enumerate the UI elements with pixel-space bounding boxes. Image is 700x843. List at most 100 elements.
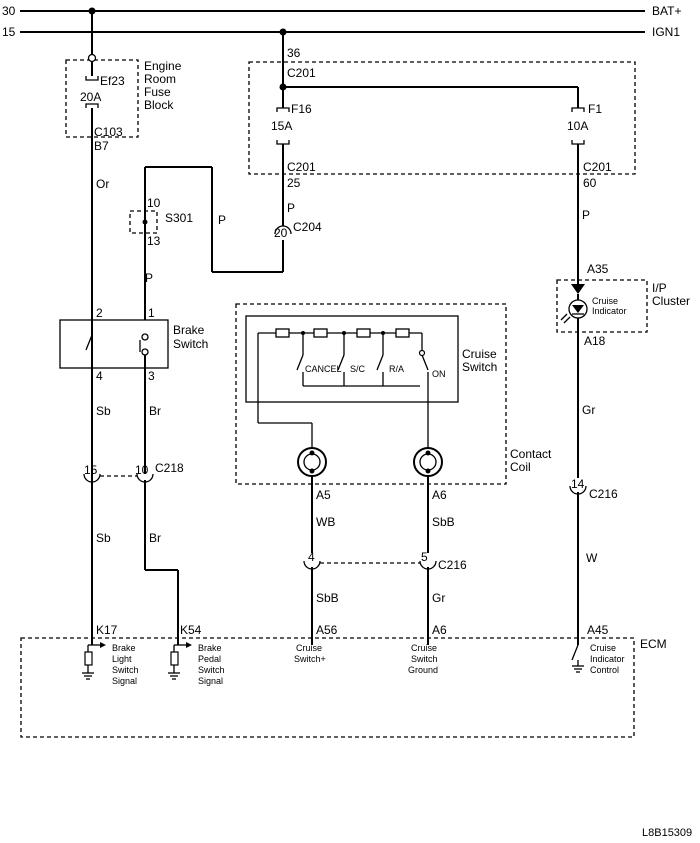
svg-text:Switch: Switch bbox=[112, 665, 139, 675]
brake-switch: Brake Switch 2 1 4 3 bbox=[59, 306, 208, 383]
fuse-ef23-icon bbox=[85, 76, 99, 81]
svg-text:K54: K54 bbox=[180, 623, 202, 637]
fuse-ef23-rating: 20A bbox=[80, 90, 101, 104]
svg-text:Room: Room bbox=[144, 72, 176, 86]
brake-switch-outputs: Sb Br 15 10 C218 Sb Br bbox=[83, 368, 184, 645]
svg-text:Brake: Brake bbox=[198, 643, 222, 653]
svg-text:C216: C216 bbox=[589, 487, 618, 501]
svg-text:10: 10 bbox=[147, 196, 161, 210]
svg-text:13: 13 bbox=[147, 234, 161, 248]
svg-text:Indicator: Indicator bbox=[592, 306, 627, 316]
svg-text:Br: Br bbox=[149, 404, 161, 418]
c216-mid-connector: 4 5 C216 SbB Gr bbox=[303, 550, 467, 645]
svg-text:Br: Br bbox=[149, 531, 161, 545]
ecm-module: ECM K17 K54 A56 A6 A45 Brake Light Switc… bbox=[20, 620, 667, 738]
svg-text:Fuse: Fuse bbox=[144, 85, 171, 99]
svg-text:Sb: Sb bbox=[96, 404, 111, 418]
cruise-indicator-branch: P A35 I/P Cluster Cruise Indicator A18 G… bbox=[556, 144, 690, 645]
ign-rail: 15 IGN1 bbox=[2, 25, 680, 39]
svg-text:ON: ON bbox=[432, 369, 446, 379]
svg-text:C204: C204 bbox=[293, 220, 322, 234]
svg-text:CANCEL: CANCEL bbox=[305, 364, 342, 374]
svg-text:5: 5 bbox=[421, 550, 428, 564]
svg-text:ECM: ECM bbox=[640, 637, 667, 651]
svg-text:60: 60 bbox=[583, 176, 597, 190]
svg-text:Light: Light bbox=[112, 654, 132, 664]
svg-text:A35: A35 bbox=[587, 262, 609, 276]
svg-text:P: P bbox=[145, 271, 153, 285]
svg-text:Gr: Gr bbox=[582, 403, 595, 417]
svg-text:C201: C201 bbox=[583, 160, 612, 174]
svg-text:Coil: Coil bbox=[510, 460, 531, 474]
c218-connector-icon bbox=[83, 473, 101, 483]
wire-or-label: Or bbox=[96, 177, 109, 191]
fuse-f16-icon bbox=[276, 107, 290, 112]
p-wire-f16: P 20 C204 P bbox=[144, 144, 322, 320]
svg-text:S/C: S/C bbox=[350, 364, 366, 374]
svg-text:Indicator: Indicator bbox=[590, 654, 625, 664]
svg-text:SbB: SbB bbox=[432, 515, 455, 529]
svg-text:P: P bbox=[287, 201, 295, 215]
svg-text:W: W bbox=[586, 551, 598, 565]
svg-text:Switch: Switch bbox=[198, 665, 225, 675]
svg-text:Sb: Sb bbox=[96, 531, 111, 545]
svg-text:2: 2 bbox=[96, 306, 103, 320]
svg-text:14: 14 bbox=[571, 477, 585, 491]
c204-connector-icon bbox=[274, 225, 292, 235]
svg-text:Contact: Contact bbox=[510, 447, 552, 461]
fuse-f1-icon bbox=[571, 107, 585, 112]
svg-text:Cruise: Cruise bbox=[296, 643, 322, 653]
svg-text:WB: WB bbox=[316, 515, 335, 529]
svg-text:20: 20 bbox=[274, 226, 288, 240]
arrow-right-icon bbox=[100, 642, 106, 648]
svg-text:10: 10 bbox=[135, 463, 149, 477]
contact-coil: Contact Coil A5 A6 WB SbB bbox=[297, 447, 552, 553]
figure-id: L8B15309 bbox=[642, 827, 692, 839]
svg-text:C218: C218 bbox=[155, 461, 184, 475]
svg-text:A6: A6 bbox=[432, 623, 447, 637]
svg-text:Cruise: Cruise bbox=[592, 296, 618, 306]
svg-text:15: 15 bbox=[84, 463, 98, 477]
svg-text:Block: Block bbox=[144, 98, 174, 112]
svg-text:1: 1 bbox=[148, 306, 155, 320]
svg-text:B7: B7 bbox=[94, 139, 109, 153]
svg-text:C103: C103 bbox=[94, 125, 123, 139]
svg-text:I/P: I/P bbox=[652, 281, 667, 295]
svg-text:A18: A18 bbox=[584, 334, 606, 348]
svg-text:Switch: Switch bbox=[411, 654, 438, 664]
svg-text:C201: C201 bbox=[287, 66, 316, 80]
svg-text:3: 3 bbox=[148, 369, 155, 383]
svg-text:Cluster: Cluster bbox=[652, 294, 690, 308]
svg-text:F16: F16 bbox=[291, 102, 312, 116]
cruise-switch: Cruise Switch CANCEL S/C R/A ON bbox=[235, 303, 507, 485]
resistor-icon bbox=[84, 651, 93, 666]
svg-text:Engine: Engine bbox=[144, 59, 182, 73]
resistor-icon bbox=[275, 328, 290, 338]
svg-text:P: P bbox=[582, 208, 590, 222]
svg-text:Signal: Signal bbox=[198, 676, 223, 686]
svg-text:Cruise: Cruise bbox=[411, 643, 437, 653]
ign-rail-number: 15 bbox=[2, 25, 16, 39]
svg-text:Control: Control bbox=[590, 665, 619, 675]
bat-rail-number: 30 bbox=[2, 4, 16, 18]
svg-text:Signal: Signal bbox=[112, 676, 137, 686]
svg-text:A5: A5 bbox=[316, 488, 331, 502]
fuse-box-c201: 36 C201 F16 15A F1 10A C201 25 C201 60 bbox=[248, 32, 636, 190]
svg-text:A45: A45 bbox=[587, 623, 609, 637]
svg-text:SbB: SbB bbox=[316, 591, 339, 605]
splice-s301: 10 13 S301 P bbox=[129, 196, 193, 285]
svg-text:25: 25 bbox=[287, 176, 301, 190]
svg-text:15A: 15A bbox=[271, 119, 292, 133]
svg-text:R/A: R/A bbox=[389, 364, 404, 374]
svg-text:Brake: Brake bbox=[173, 323, 205, 337]
svg-text:C216: C216 bbox=[438, 558, 467, 572]
svg-text:F1: F1 bbox=[588, 102, 602, 116]
svg-text:P: P bbox=[218, 213, 226, 227]
bat-rail-label: BAT+ bbox=[652, 4, 681, 18]
engine-room-fuse-block: Engine Room Fuse Block Ef23 20A C103 B7 bbox=[65, 11, 182, 620]
brake-switch-contact-icon bbox=[85, 334, 93, 351]
svg-text:10A: 10A bbox=[567, 119, 588, 133]
svg-text:4: 4 bbox=[96, 369, 103, 383]
svg-text:A6: A6 bbox=[432, 488, 447, 502]
